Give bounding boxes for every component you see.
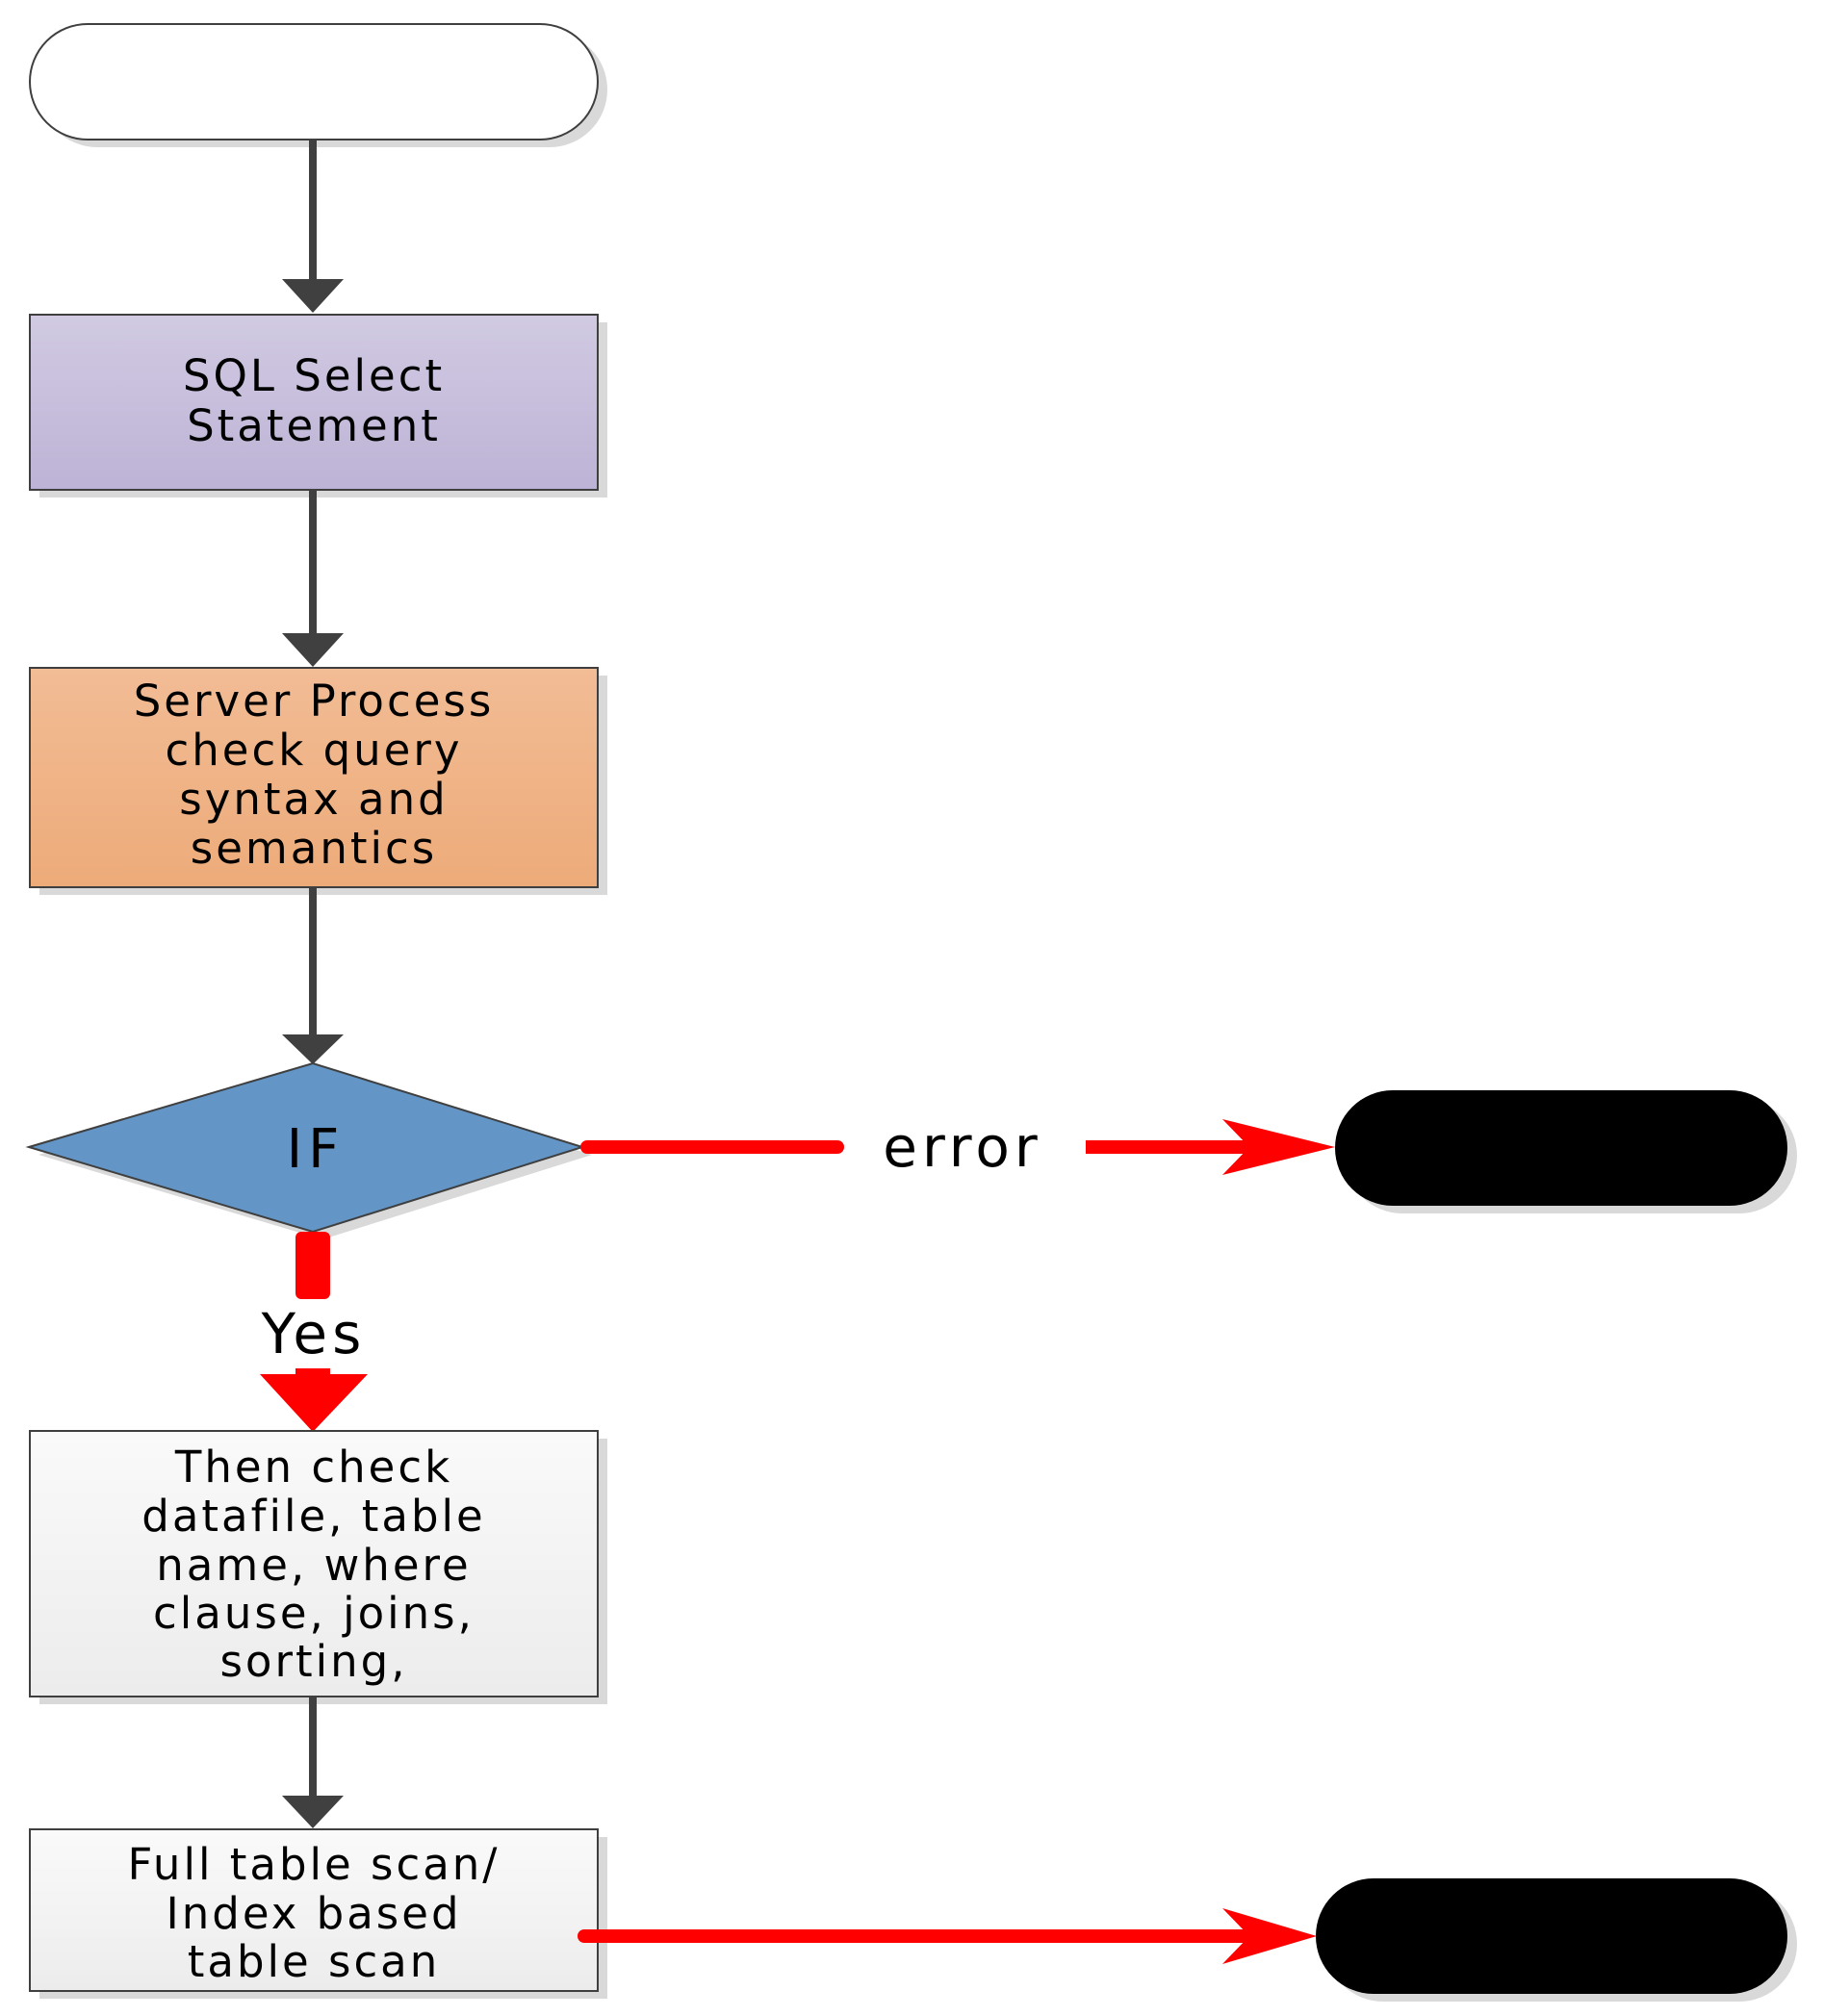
then-check-line-2: datafile, table: [141, 1491, 485, 1542]
sql-select-line-2: Statement: [187, 400, 441, 451]
table-scan-line-1: Full table scan/: [128, 1839, 501, 1890]
table-scan-line-3: table scan: [188, 1936, 441, 1987]
error-label: error: [883, 1114, 1041, 1180]
decision-label: IF: [287, 1118, 346, 1181]
arrow-scan-to-end: [578, 1908, 1317, 1964]
decision-node: IF: [25, 1061, 592, 1239]
arrow-sql-to-server: [282, 490, 344, 667]
error-terminator: [1335, 1090, 1797, 1213]
final-terminator: [1316, 1878, 1797, 2002]
sql-select-node: SQL Select Statement: [29, 314, 607, 498]
sql-select-line-1: SQL Select: [183, 350, 445, 401]
arrow-start-to-sql: [282, 140, 344, 313]
yes-label: Yes: [261, 1301, 367, 1366]
then-check-line-5: sorting,: [219, 1636, 407, 1687]
start-terminator: [29, 23, 607, 147]
server-process-line-3: syntax and: [179, 774, 448, 825]
then-check-node: Then check datafile, table name, where c…: [29, 1430, 607, 1704]
table-scan-line-2: Index based: [166, 1888, 461, 1939]
arrow-server-to-if: [282, 887, 344, 1064]
arrow-check-to-scan: [282, 1697, 344, 1828]
table-scan-node: Full table scan/ Index based table scan: [29, 1828, 607, 1999]
arrow-yes: Yes: [260, 1232, 368, 1432]
then-check-line-3: name, where: [156, 1540, 471, 1591]
server-process-line-2: check query: [166, 725, 463, 776]
arrow-error: error: [580, 1114, 1335, 1180]
server-process-line-4: semantics: [191, 823, 437, 874]
server-process-line-1: Server Process: [134, 676, 495, 727]
then-check-line-4: clause, joins,: [153, 1588, 475, 1639]
then-check-line-1: Then check: [174, 1442, 452, 1493]
server-process-node: Server Process check query syntax and se…: [29, 667, 607, 895]
